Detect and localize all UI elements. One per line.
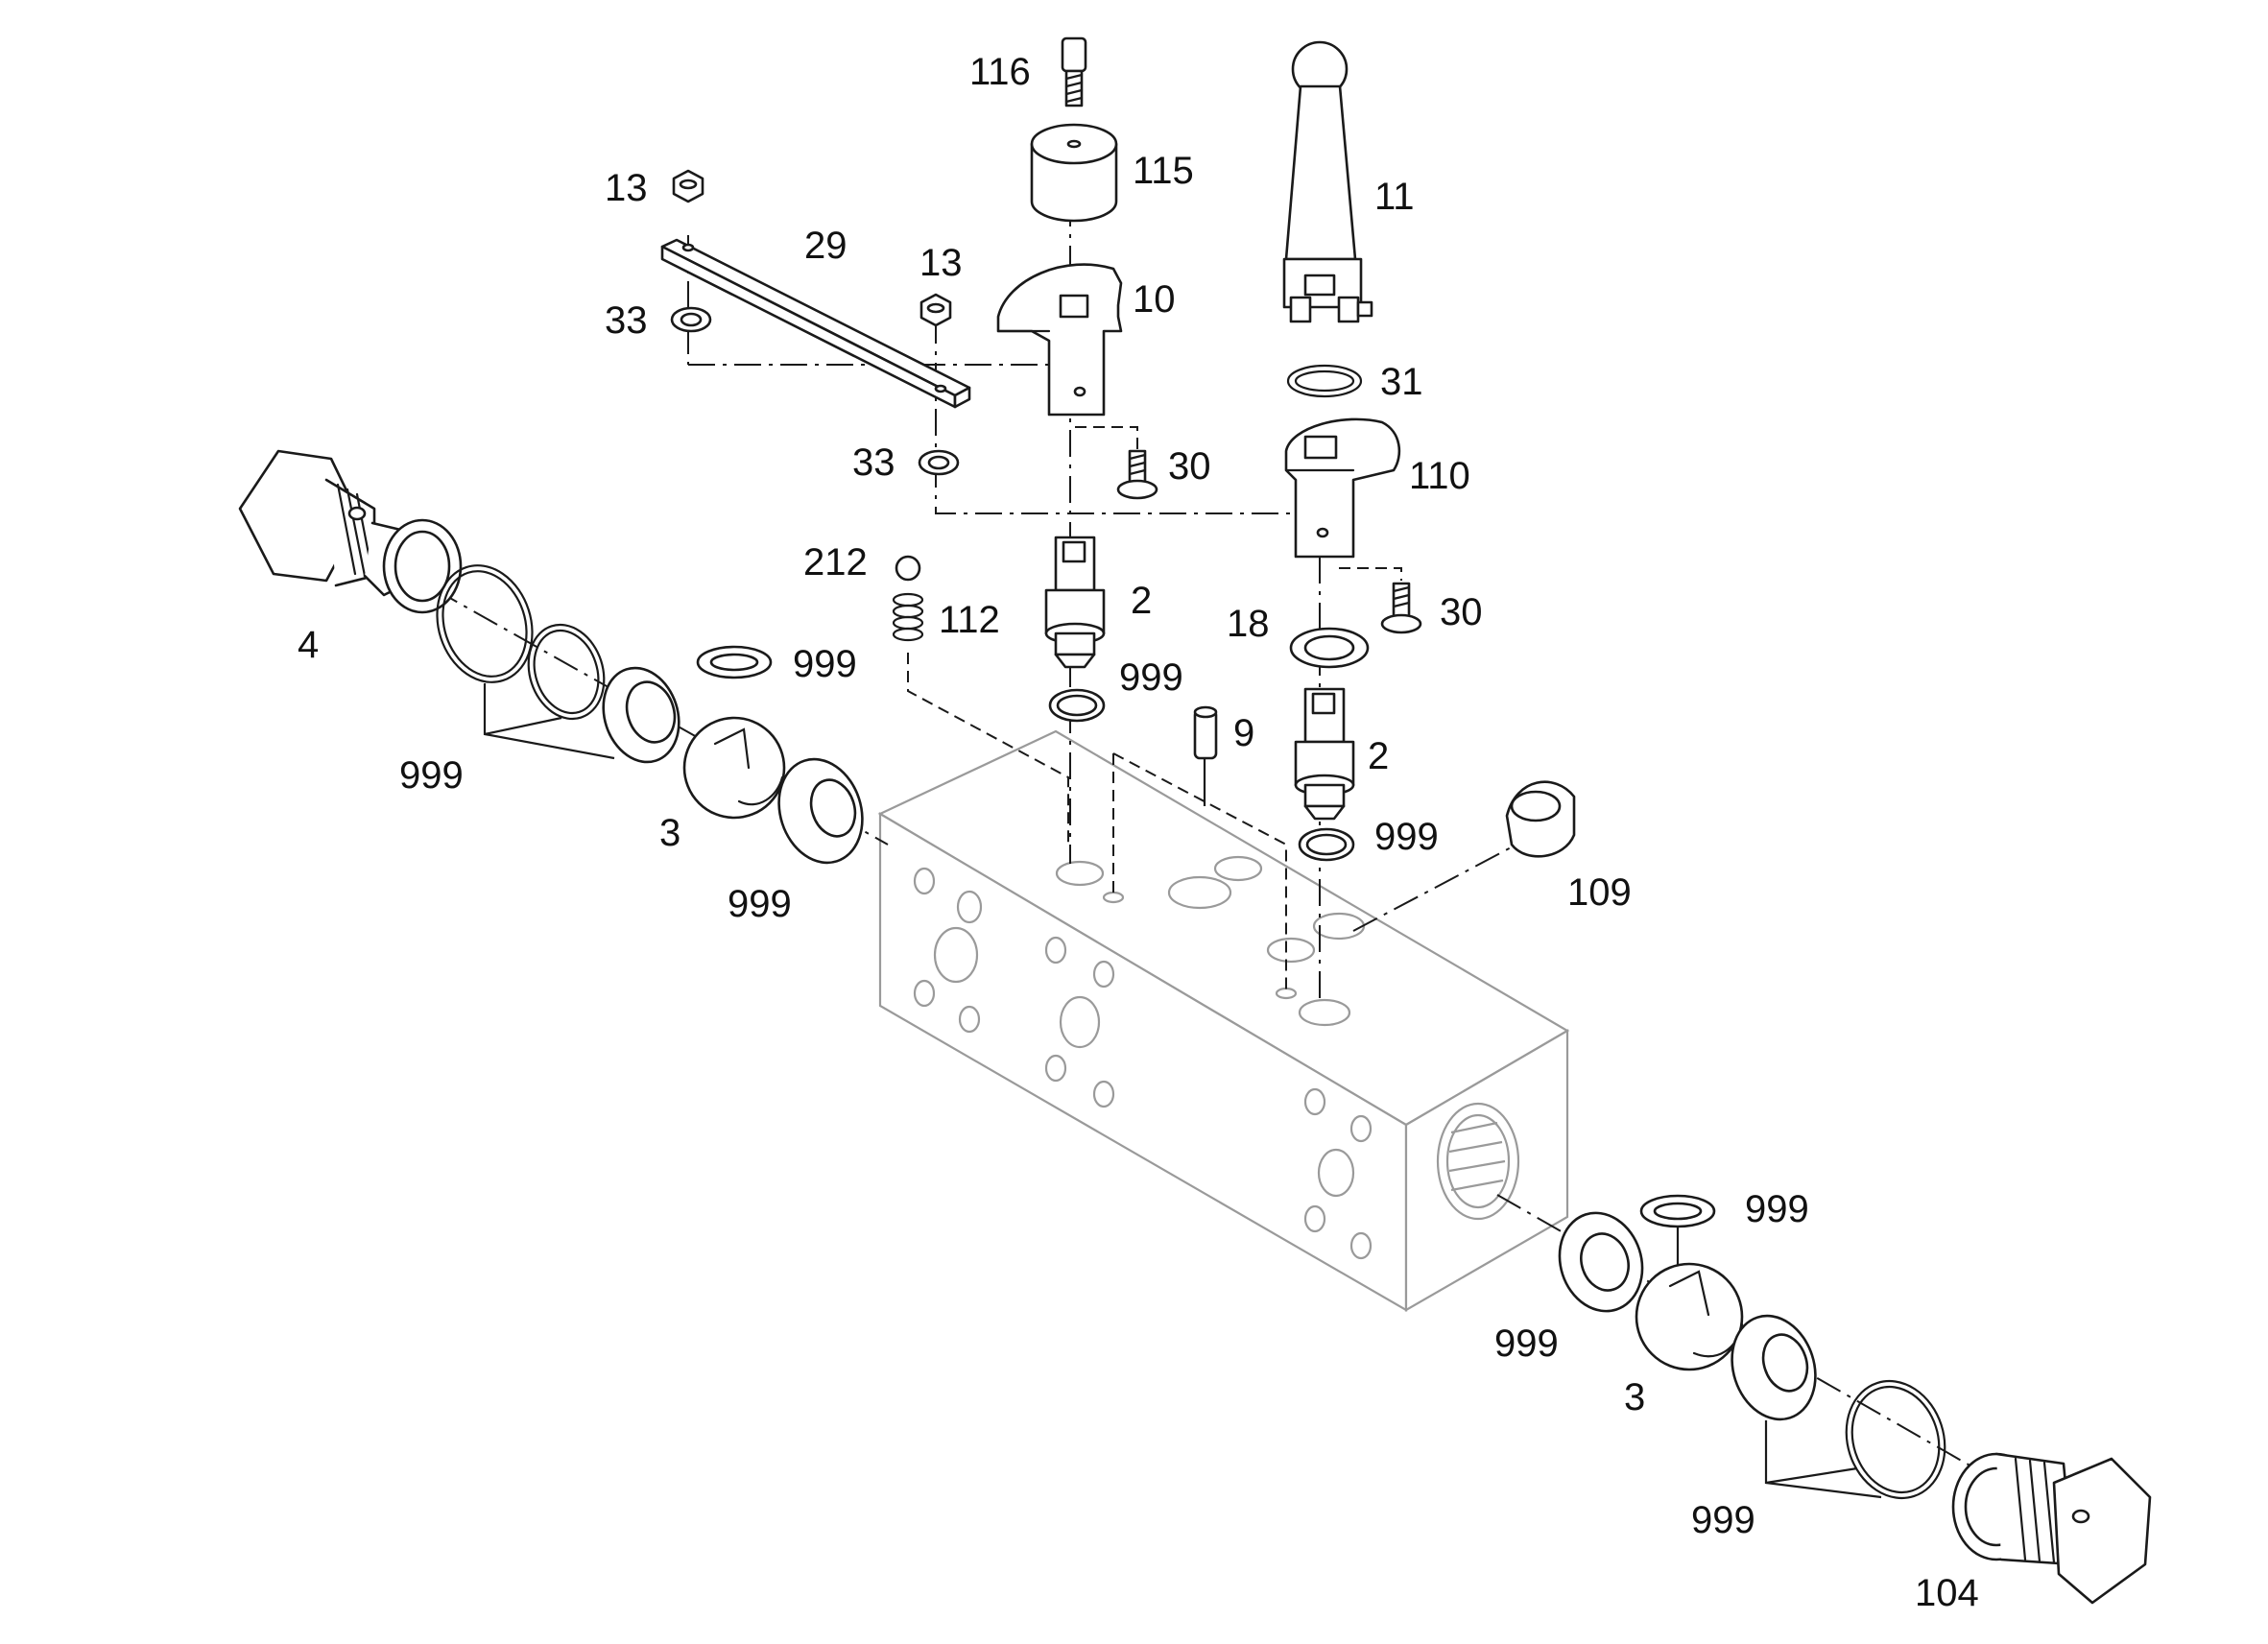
- callout-999-washer-right: 999: [1745, 1188, 1809, 1230]
- part-13-nut-left: [672, 169, 704, 203]
- part-9-pin: [1193, 705, 1218, 760]
- part-999-oring-left-medium: [527, 623, 606, 721]
- callout-999-oring-spool-left: 999: [1119, 656, 1183, 699]
- callout-29: 29: [804, 225, 848, 267]
- part-999-oring-spool-left: [1048, 688, 1106, 723]
- callout-3-left: 3: [659, 812, 681, 854]
- part-999-oring-spool-right: [1298, 827, 1355, 862]
- part-999-washer-right-top: [1639, 1194, 1716, 1228]
- callout-104: 104: [1915, 1572, 1979, 1614]
- callout-13-right: 13: [919, 242, 963, 284]
- callout-109: 109: [1567, 871, 1632, 914]
- callout-30-right: 30: [1440, 591, 1483, 633]
- callout-999-right-group: 999: [1691, 1499, 1755, 1541]
- part-31-snap-ring: [1286, 364, 1363, 398]
- part-999-seat-left: [602, 666, 680, 764]
- part-18-washer: [1289, 627, 1370, 669]
- callout-2-right: 2: [1368, 735, 1390, 777]
- valve-housing: [877, 729, 1570, 1312]
- part-116-screw: [1061, 36, 1087, 107]
- callout-10: 10: [1133, 278, 1176, 321]
- callout-4: 4: [298, 624, 320, 666]
- callout-30-left: 30: [1168, 445, 1211, 488]
- part-13-nut-right: [919, 293, 952, 327]
- callout-13-left: 13: [605, 167, 648, 209]
- part-115-cap: [1030, 123, 1118, 223]
- part-999-washer-left-top: [696, 645, 773, 679]
- callout-999-seat-left: 999: [728, 883, 792, 925]
- callout-11: 11: [1374, 176, 1415, 218]
- part-109-plug: [1505, 780, 1576, 858]
- part-104-cartridge: [1951, 1452, 2152, 1605]
- callout-999-washer-left: 999: [793, 643, 857, 685]
- part-3-ball-left: [682, 716, 786, 820]
- callout-115: 115: [1133, 150, 1194, 192]
- part-999-seat-left-lower: [777, 757, 864, 865]
- part-999-seat-right-lower: [1731, 1314, 1817, 1421]
- callout-110: 110: [1409, 455, 1470, 497]
- part-112-spring: [892, 592, 924, 642]
- callout-2-left: 2: [1131, 580, 1153, 622]
- callout-116: 116: [969, 51, 1031, 93]
- part-30-screw-right: [1380, 582, 1422, 634]
- part-999-seat-right: [1558, 1211, 1644, 1313]
- callout-33-left: 33: [605, 299, 648, 342]
- leader-lines: [483, 683, 1882, 1499]
- part-3-ball-right: [1635, 1262, 1744, 1371]
- part-33-washer-left: [670, 306, 712, 333]
- callout-999-seat-right: 999: [1494, 1322, 1559, 1365]
- part-4-cartridge: [238, 449, 463, 614]
- part-2-spool-right: [1294, 687, 1355, 821]
- part-110-cam-lever: [1284, 417, 1401, 559]
- part-33-washer-right: [918, 449, 960, 476]
- part-999-oring-left-large: [436, 564, 534, 683]
- part-999-oring-right: [1845, 1379, 1946, 1500]
- callout-18: 18: [1227, 603, 1270, 645]
- part-2-spool-left: [1044, 536, 1106, 669]
- callout-999-oring-spool-right: 999: [1374, 816, 1439, 858]
- callout-9: 9: [1233, 712, 1255, 754]
- callout-3-right: 3: [1624, 1376, 1646, 1418]
- part-29-link-plate: [660, 238, 971, 409]
- callout-33-right: 33: [852, 441, 895, 484]
- part-11-handle: [1282, 40, 1373, 323]
- callout-31: 31: [1380, 361, 1423, 403]
- callout-212: 212: [803, 541, 868, 584]
- part-30-screw-left: [1116, 449, 1158, 500]
- callout-112: 112: [939, 599, 1000, 641]
- callout-999-left-group: 999: [399, 754, 464, 797]
- part-212-ball: [895, 555, 921, 582]
- part-10-cam-lever: [996, 263, 1123, 417]
